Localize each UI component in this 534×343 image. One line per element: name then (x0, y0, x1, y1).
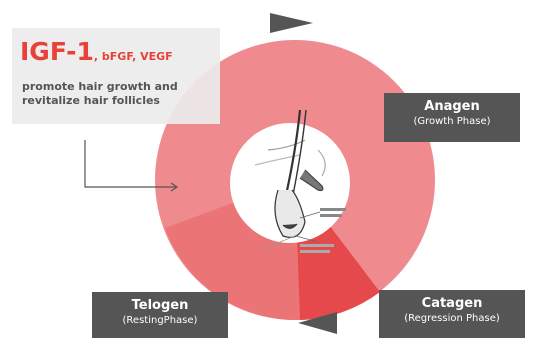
anagen-detail: (Growth Phase) (384, 115, 520, 129)
anagen-name: Anagen (384, 98, 520, 115)
growth-factors-label: , bFGF, VEGF (94, 50, 173, 63)
callout-heading: IGF-1, bFGF, VEGF (20, 38, 173, 71)
telogen-label-box: Telogen (RestingPhase) (92, 292, 228, 338)
igf1-label: IGF-1 (20, 37, 94, 66)
callout-description: promote hair growth and revitalize hair … (22, 80, 217, 108)
telogen-name: Telogen (92, 297, 228, 314)
catagen-label-box: Catagen (Regression Phase) (379, 290, 525, 338)
cycle-arrow-icon (270, 13, 313, 33)
anagen-label-box: Anagen (Growth Phase) (384, 93, 520, 142)
telogen-detail: (RestingPhase) (92, 314, 228, 328)
catagen-name: Catagen (379, 295, 525, 312)
catagen-detail: (Regression Phase) (379, 312, 525, 326)
